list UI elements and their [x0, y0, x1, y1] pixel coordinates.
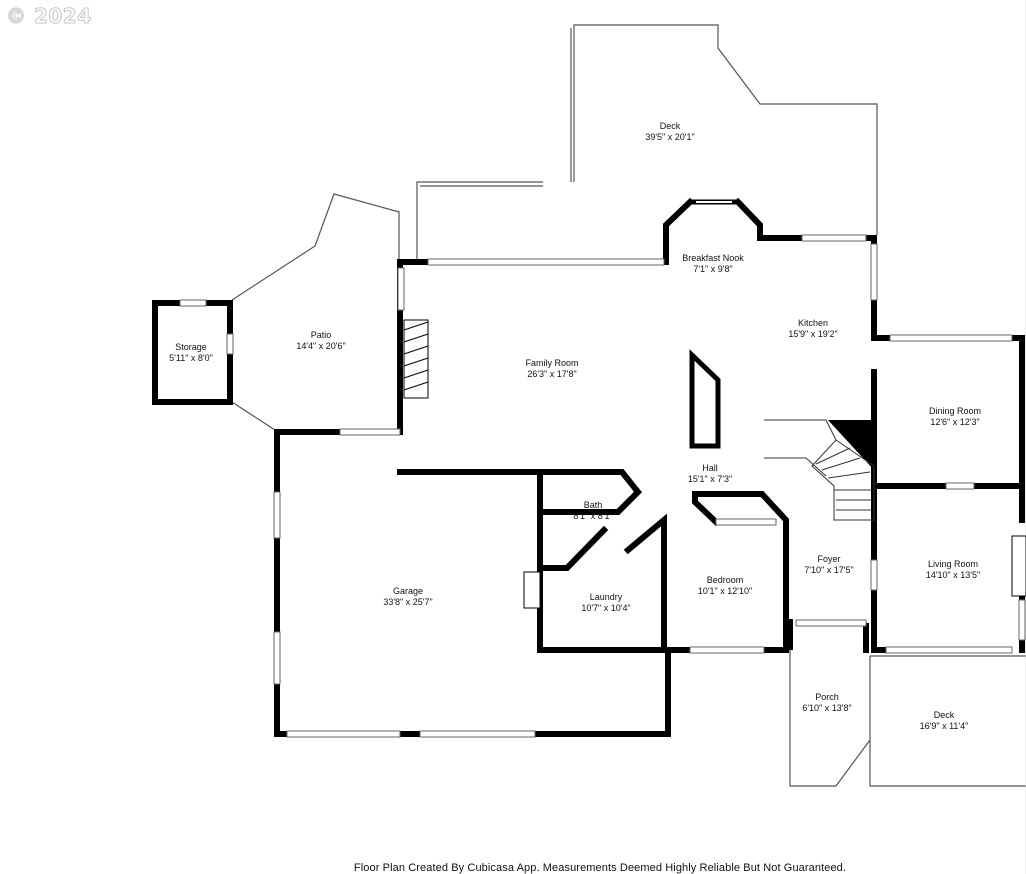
windows [179, 234, 1026, 738]
patio-outline [231, 193, 400, 431]
copyright-watermark: © 2024 [6, 4, 92, 29]
bedroom-walls [665, 491, 789, 653]
deck-bottom-outline [869, 655, 1026, 787]
garage-walls [274, 259, 671, 737]
outdoor-outlines [231, 0, 1026, 874]
porch-outline [789, 626, 871, 787]
stair-void [828, 420, 874, 470]
walls [152, 197, 1025, 737]
stairs [764, 419, 875, 521]
disclaimer-footer: Floor Plan Created By Cubicasa App. Meas… [353, 862, 847, 874]
deck-top-outline [416, 24, 878, 262]
fireplace [403, 319, 1026, 609]
